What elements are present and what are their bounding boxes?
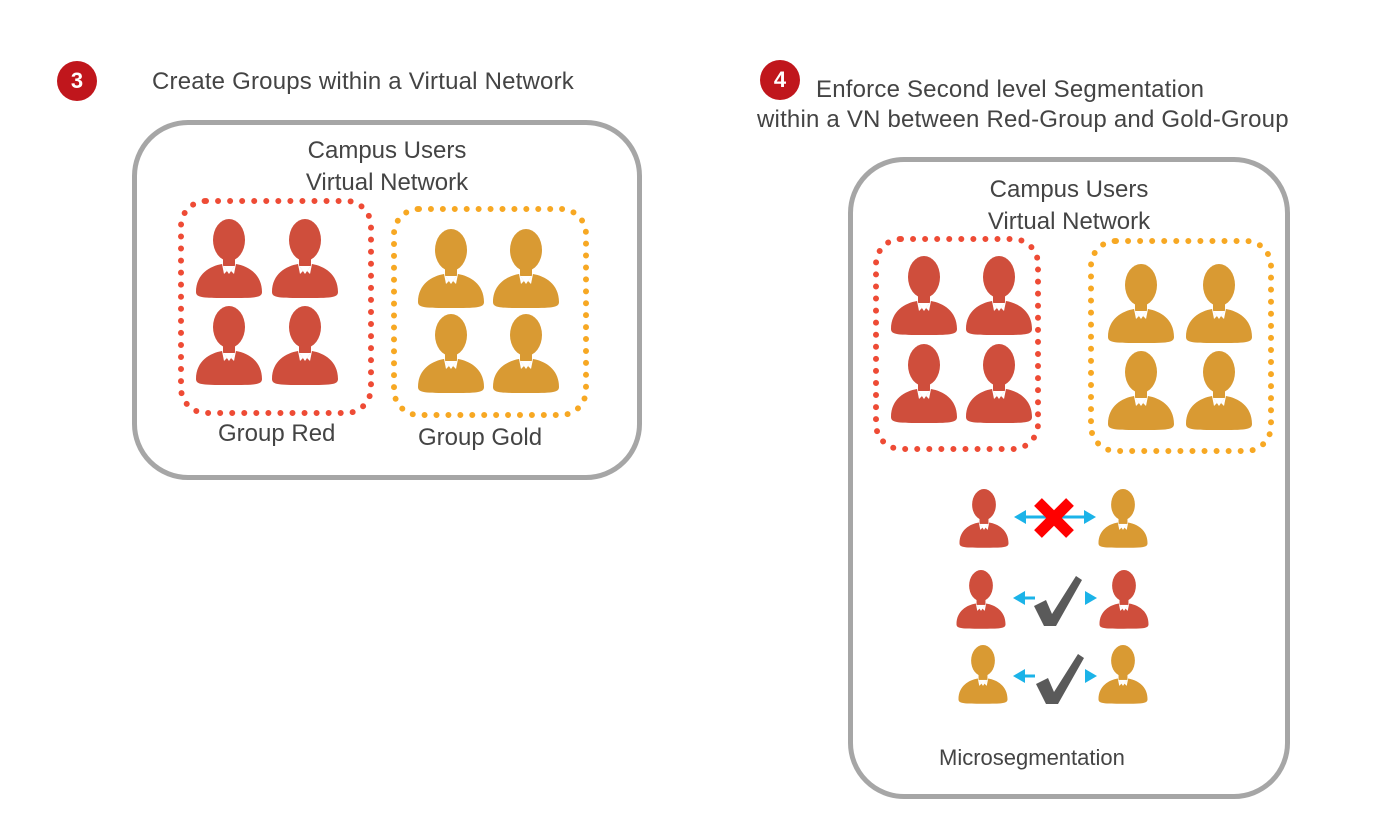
gold-user-icon <box>491 228 561 308</box>
gold-user-icon <box>416 228 486 308</box>
step-3-group-red-box <box>178 198 374 416</box>
step-4-group-gold-box <box>1088 238 1274 454</box>
gold-user-icon <box>491 313 561 393</box>
gold-user-icon <box>1097 643 1149 705</box>
check-mark-icon <box>1036 654 1084 704</box>
red-user-icon <box>964 343 1034 423</box>
step-4-number: 4 <box>773 67 787 92</box>
right-arrow-icon <box>1085 669 1097 683</box>
left-arrow-icon <box>1013 669 1035 683</box>
gold-user-icon <box>1106 263 1176 343</box>
right-arrow-icon <box>1085 591 1097 605</box>
step-3-title: Create Groups within a Virtual Network <box>152 68 574 95</box>
x-mark-icon <box>1034 498 1074 538</box>
left-arrow-icon <box>1013 591 1035 605</box>
red-user-icon <box>964 255 1034 335</box>
step-3-group-gold-box <box>391 206 589 418</box>
red-user-icon <box>194 218 264 298</box>
red-user-icon <box>270 218 340 298</box>
vn-title-line2: Virtual Network <box>987 208 1151 235</box>
step-4-title-line2: within a VN between Red-Group and Gold-G… <box>757 106 1289 133</box>
step-4-virtual-network-box: Campus Users Virtual Network <box>848 157 1290 799</box>
vn-title-line2: Virtual Network <box>305 169 469 196</box>
red-user-icon <box>889 255 959 335</box>
red-user-icon <box>270 305 340 385</box>
gold-user-icon <box>957 643 1009 705</box>
step-3-badge: 3 <box>57 61 97 101</box>
step-3-virtual-network-box: Campus Users Virtual Network <box>132 120 642 480</box>
gold-user-icon <box>1184 263 1254 343</box>
red-user-icon <box>889 343 959 423</box>
gold-user-icon <box>1184 350 1254 430</box>
step-4-vn-title: Campus Users Virtual Network <box>853 174 1285 238</box>
red-user-icon <box>958 487 1010 549</box>
check-mark-icon <box>1034 576 1082 626</box>
gold-user-icon <box>1097 487 1149 549</box>
step-4-badge: 4 <box>760 60 800 100</box>
step-4-group-red-box <box>873 236 1041 452</box>
red-user-icon <box>194 305 264 385</box>
vn-title-line1: Campus Users <box>307 137 467 164</box>
step-3-number: 3 <box>70 68 84 93</box>
microsegmentation-label: Microsegmentation <box>939 745 1125 770</box>
gold-user-icon <box>416 313 486 393</box>
step-3-vn-title: Campus Users Virtual Network <box>137 135 637 199</box>
gold-user-icon <box>1106 350 1176 430</box>
vn-title-line1: Campus Users <box>989 176 1149 203</box>
group-gold-label: Group Gold <box>418 424 543 451</box>
step-4-title-line1: Enforce Second level Segmentation <box>816 76 1205 103</box>
red-user-icon <box>955 568 1007 630</box>
group-red-label: Group Red <box>218 420 336 447</box>
red-user-icon <box>1098 568 1150 630</box>
